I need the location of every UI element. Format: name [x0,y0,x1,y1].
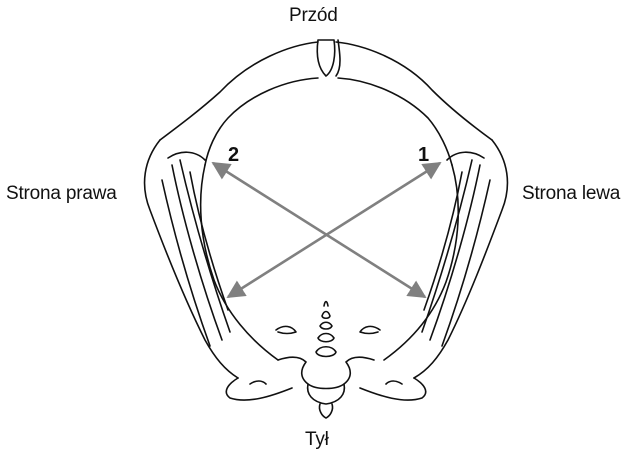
coccyx-tip [324,302,328,307]
label-front: Przód [289,6,338,25]
coccyx-segment-2 [318,334,334,342]
label-back: Tył [305,430,329,449]
coccyx-segment-4 [322,312,330,319]
diameter-number-2: 2 [228,145,239,165]
right-sacroiliac-mark [250,381,266,384]
right-ischial-spine [276,326,296,333]
left-iliac-line-3 [442,180,490,346]
diameter-number-1: 1 [418,145,429,165]
right-acetabulum [168,152,205,160]
pelvis-outline [145,40,508,418]
oblique-diameter-2-arrow [213,163,425,297]
label-right-side: Strona prawa [6,184,117,203]
left-acetabulum [447,152,484,160]
right-pubic-ramus-outer [160,42,318,140]
coccyx-segment-3 [320,322,332,329]
left-pubic-ramus-outer [336,42,492,140]
sacrum-base [278,357,374,388]
pubic-symphysis-right [336,40,340,76]
right-iliac-line-4 [190,172,228,310]
label-left-side: Strona lewa [522,184,620,203]
left-sacroiliac-mark [386,381,402,384]
right-iliac-line-3 [162,180,210,346]
left-pubic-ramus-inner [338,78,452,165]
left-ischial-spine [360,326,380,333]
coccyx-segment-1 [316,347,336,357]
coccyx [319,404,332,418]
pubic-symphysis [317,40,334,76]
oblique-diameter-1-arrow [228,163,440,297]
